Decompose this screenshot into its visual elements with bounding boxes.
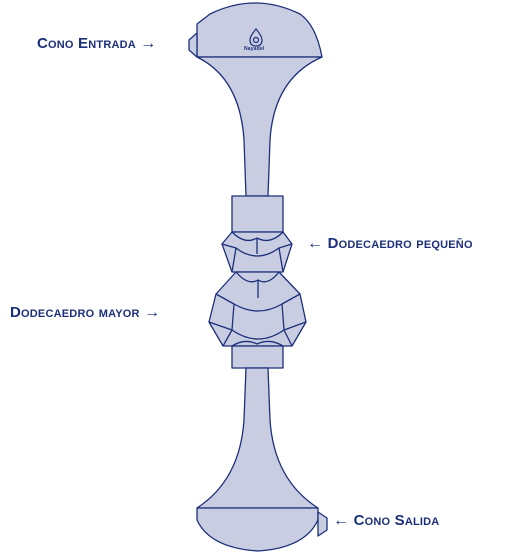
small-dodecahedron-top-band: [231, 195, 284, 233]
water-drop-logo-icon: [249, 28, 263, 47]
large-dodecahedron-band-notch: [231, 340, 284, 347]
top-cone-tab: [188, 32, 198, 58]
label-dodecaedro-mayor: Dodecaedro mayor →: [10, 304, 160, 322]
arrow-right-icon: →: [144, 304, 161, 321]
top-cone-cap: [196, 2, 323, 58]
bottom-cone-neck: [196, 367, 319, 509]
arrow-left-icon: ←: [307, 235, 324, 252]
logo-text: Nayadel: [244, 46, 265, 52]
large-dodecahedron-facets: [208, 271, 307, 347]
bottom-cone-cap: [196, 507, 319, 552]
label-cono-salida-text: Cono Salida: [353, 512, 440, 529]
arrow-left-icon: ←: [333, 512, 350, 529]
label-cono-salida: ← Cono Salida: [333, 512, 439, 530]
large-dodecahedron-bottom-band: [231, 345, 284, 369]
label-dodecaedro-mayor-text: Dodecaedro mayor: [10, 304, 140, 321]
label-cono-entrada: Cono Entrada →: [37, 35, 156, 53]
top-cone-neck: [196, 56, 323, 197]
label-dodecaedro-pequeno-text: Dodecaedro pequeño: [327, 235, 473, 252]
label-dodecaedro-pequeno: ← Dodecaedro pequeño: [307, 235, 473, 253]
arrow-right-icon: →: [140, 35, 157, 52]
bottom-cone-tab: [317, 511, 328, 537]
label-cono-entrada-text: Cono Entrada: [37, 35, 136, 52]
small-dodecahedron-facets: [221, 231, 293, 273]
